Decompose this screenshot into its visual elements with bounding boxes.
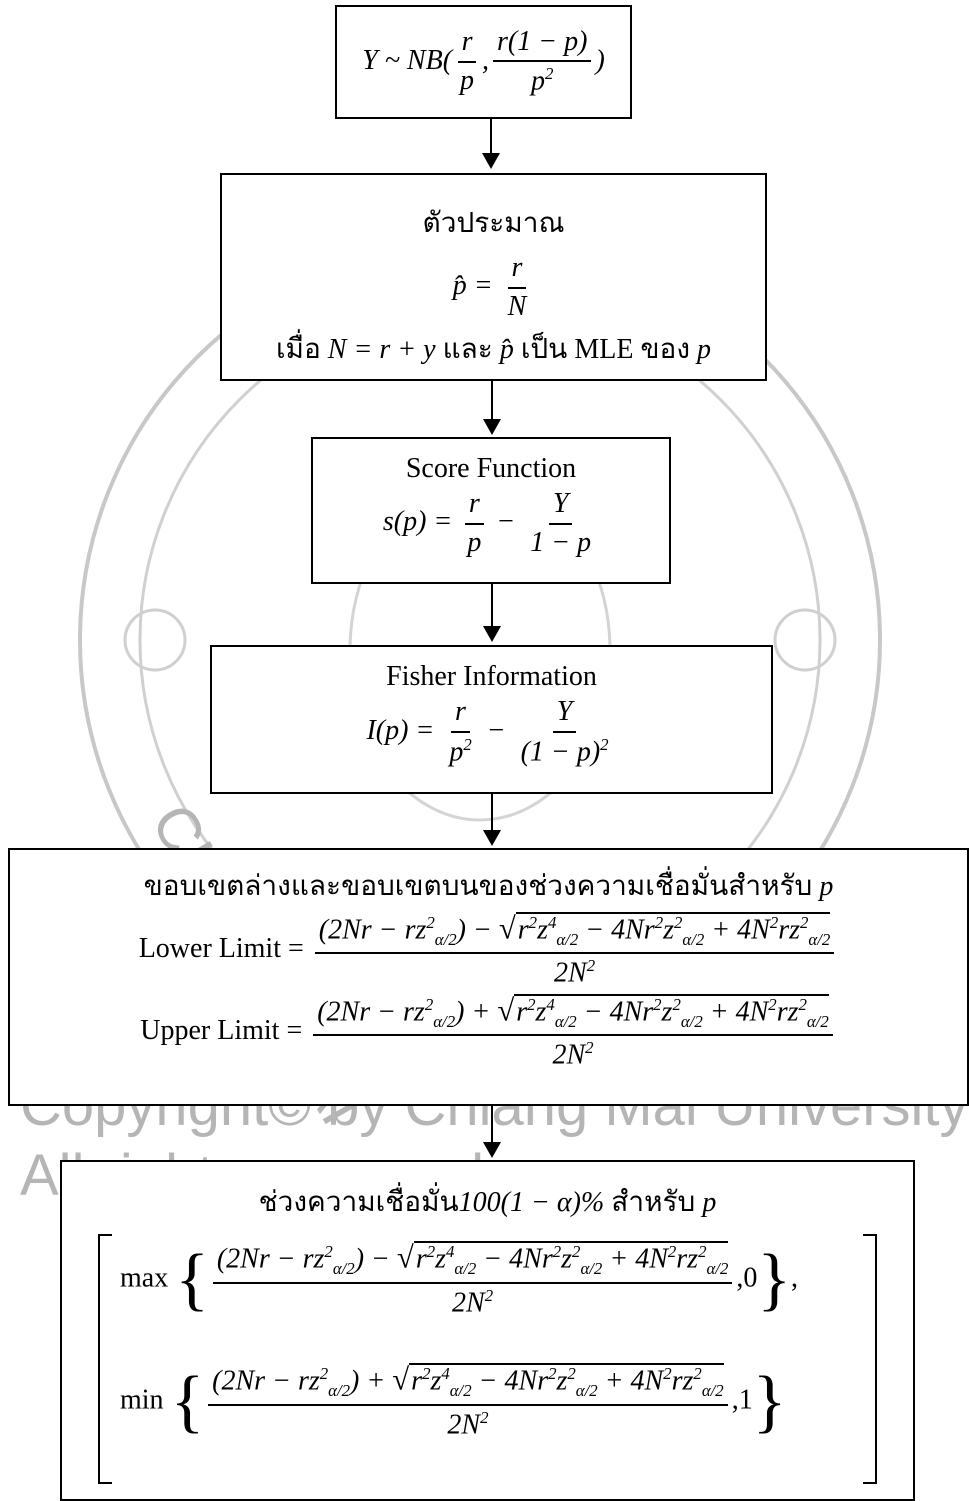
confidence-interval-box: ช่วงความเชื่อมั่น100(1 − α)% สำหรับ p ma…: [60, 1160, 915, 1501]
min-tail: ,1: [731, 1384, 753, 1416]
ci-title-pct: 100(1 − α)%: [458, 1187, 605, 1218]
right-bracket: [863, 1234, 877, 1484]
score-title: Score Function: [405, 453, 577, 484]
arrow-3: [483, 584, 501, 642]
limits-title-text: ขอบเขตล่างและขอบเขตบนของช่วงความเชื่อมั่…: [143, 871, 813, 902]
min-label: min: [120, 1384, 164, 1416]
fisher-lhs: I(p) =: [366, 714, 435, 746]
left-bracket: [98, 1234, 112, 1484]
ci-title-var: p: [702, 1187, 717, 1218]
limits-title: ขอบเขตล่างและขอบเขตบนของช่วงความเชื่อมั่…: [10, 864, 967, 908]
arrow-1: [482, 119, 500, 169]
upper-limit-label: Upper Limit =: [140, 1014, 303, 1046]
ci-min-formula: (2Nr − rz2α/2) + √r2z4α/2 − 4Nr2z2α/2 + …: [208, 1363, 728, 1441]
ci-title-prefix: ช่วงความเชื่อมั่น: [258, 1187, 459, 1218]
note-is: เป็น MLE ของ: [520, 333, 691, 365]
ci-max-row: max {(2Nr − rz2α/2) − √r2z4α/2 − 4Nr2z2α…: [120, 1240, 798, 1319]
arrow-2: [483, 381, 501, 435]
limits-title-var: p: [819, 871, 834, 902]
arrow-5: [483, 1106, 501, 1158]
estimator-title: ตัวประมาณ: [422, 208, 565, 239]
limits-box: ขอบเขตล่างและขอบเขตบนของช่วงความเชื่อมั่…: [8, 848, 969, 1106]
note-prefix: เมื่อ: [275, 333, 321, 365]
upper-limit-formula: (2Nr − rz2α/2) + √r2z4α/2 − 4Nr2z2α/2 + …: [313, 993, 833, 1072]
ci-bracket-group: max {(2Nr − rz2α/2) − √r2z4α/2 − 4Nr2z2α…: [98, 1234, 877, 1484]
estimator-note: เมื่อ N = r + y และ p̂ เป็น MLE ของ p: [222, 327, 765, 371]
note-and: และ: [442, 333, 493, 365]
arrow-4: [483, 794, 501, 846]
note-p: p: [697, 333, 712, 365]
ci-max-formula: (2Nr − rz2α/2) − √r2z4α/2 − 4Nr2z2α/2 + …: [212, 1241, 733, 1319]
note-phat: p̂: [499, 333, 514, 365]
ci-title: ช่วงความเชื่อมั่น100(1 − α)% สำหรับ p: [62, 1180, 913, 1224]
ci-min-row: min {(2Nr − rz2α/2) + √r2z4α/2 − 4Nr2z2α…: [120, 1362, 787, 1441]
note-eq: N = r + y: [327, 333, 436, 365]
score-lhs: s(p) =: [382, 506, 453, 538]
lower-limit-row: Lower Limit = (2Nr − rz2α/2) − √r2z4α/2 …: [10, 911, 967, 990]
upper-limit-row: Upper Limit = (2Nr − rz2α/2) + √r2z4α/2 …: [10, 993, 967, 1072]
max-label: max: [120, 1262, 169, 1294]
max-tail: ,0: [736, 1262, 758, 1294]
lower-limit-formula: (2Nr − rz2α/2) − √r2z4α/2 − 4Nr2z2α/2 + …: [314, 911, 835, 990]
ci-title-for: สำหรับ: [611, 1187, 696, 1218]
fisher-title: Fisher Information: [386, 661, 597, 692]
lower-limit-label: Lower Limit =: [138, 933, 304, 965]
